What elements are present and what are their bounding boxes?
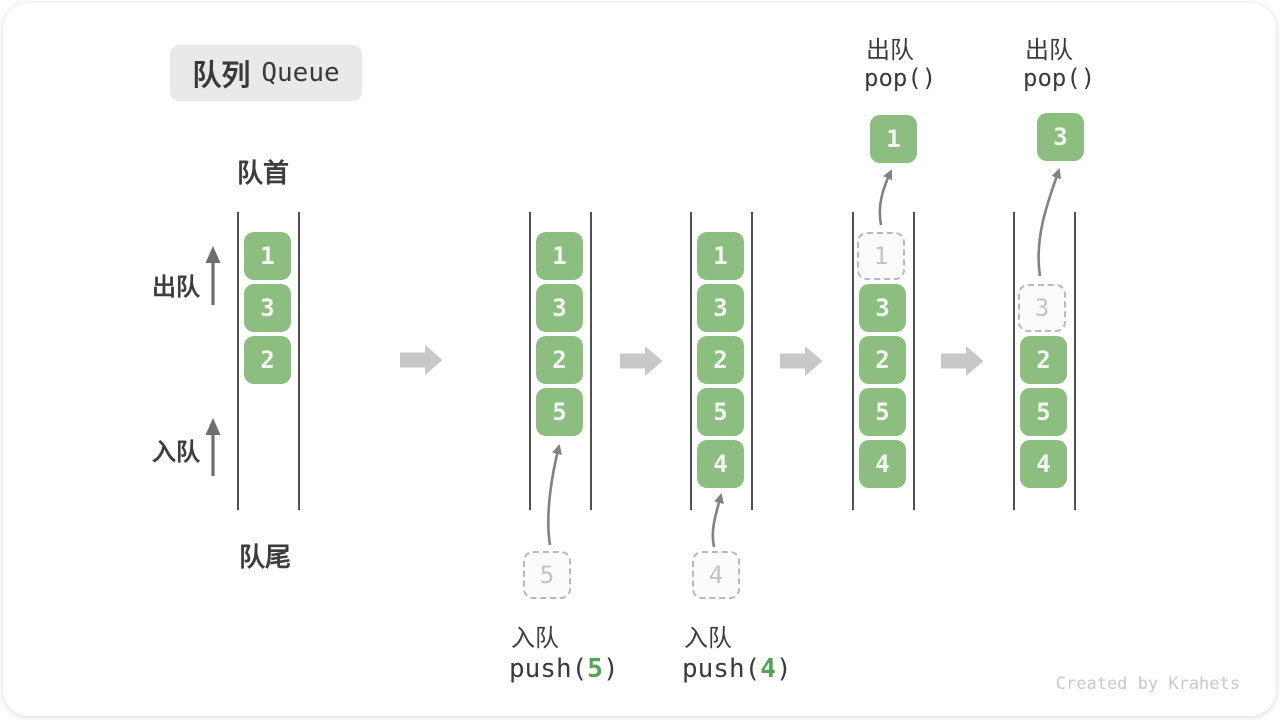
enqueue-code-label: push(4) (682, 654, 792, 684)
queue-rail-right (913, 212, 915, 510)
label-enqueue-side: 入队 (152, 439, 200, 466)
popped-item: 3 (1037, 113, 1084, 161)
queue-item: 3 (697, 284, 744, 332)
queue-item: 1 (697, 232, 744, 280)
queue-rail-left (529, 212, 531, 510)
queue-item: 2 (244, 336, 291, 384)
queue-item: 4 (1020, 440, 1067, 488)
queue-item: 3 (859, 284, 906, 332)
incoming-item-ghost: 4 (692, 551, 740, 599)
queue-item: 2 (536, 336, 583, 384)
popped-item: 1 (870, 115, 917, 163)
dequeue-op-label: 出队 (1025, 37, 1073, 64)
queue-item: 2 (697, 336, 744, 384)
code-suffix: ) (775, 654, 792, 684)
diagram-card (3, 3, 1276, 716)
queue-item: 5 (859, 388, 906, 436)
label-queue-front: 队首 (237, 158, 290, 188)
label-dequeue-side: 出队 (152, 274, 200, 301)
queue-rail-right (751, 212, 753, 510)
enqueue-op-label: 入队 (684, 625, 732, 652)
queue-item: 1 (244, 232, 291, 280)
code-suffix: ) (602, 654, 619, 684)
code-prefix: push( (682, 654, 761, 684)
dequeue-op-label: 出队 (866, 37, 914, 64)
queue-item-ghost: 3 (1018, 284, 1066, 332)
queue-item: 3 (244, 284, 291, 332)
queue-item: 5 (1020, 388, 1067, 436)
incoming-item-ghost: 5 (523, 551, 571, 599)
code-arg: 4 (760, 654, 776, 684)
dequeue-code-label: pop() (864, 64, 937, 92)
queue-item: 2 (1020, 336, 1067, 384)
label-queue-rear: 队尾 (239, 542, 292, 572)
queue-rail-left (690, 212, 692, 510)
queue-rail-left (237, 212, 239, 510)
queue-item: 2 (859, 336, 906, 384)
code-arg: 5 (587, 654, 603, 684)
dequeue-code-label: pop() (1023, 64, 1096, 92)
enqueue-code-label: push(5) (509, 654, 619, 684)
queue-item: 4 (859, 440, 906, 488)
code-prefix: push( (509, 654, 588, 684)
title-badge: 队列 Queue (170, 45, 362, 101)
queue-item: 5 (536, 388, 583, 436)
watermark: Created by Krahets (1055, 674, 1240, 694)
enqueue-op-label: 入队 (511, 625, 559, 652)
queue-item-ghost: 1 (857, 232, 905, 280)
queue-rail-right (298, 212, 300, 510)
queue-item: 3 (536, 284, 583, 332)
queue-item: 4 (697, 440, 744, 488)
queue-rail-left (852, 212, 854, 510)
queue-rail-right (590, 212, 592, 510)
queue-item: 5 (697, 388, 744, 436)
queue-rail-left (1013, 212, 1015, 510)
queue-rail-right (1074, 212, 1076, 510)
title-en: Queue (261, 58, 340, 88)
title-zh: 队列 (192, 60, 251, 92)
queue-item: 1 (536, 232, 583, 280)
